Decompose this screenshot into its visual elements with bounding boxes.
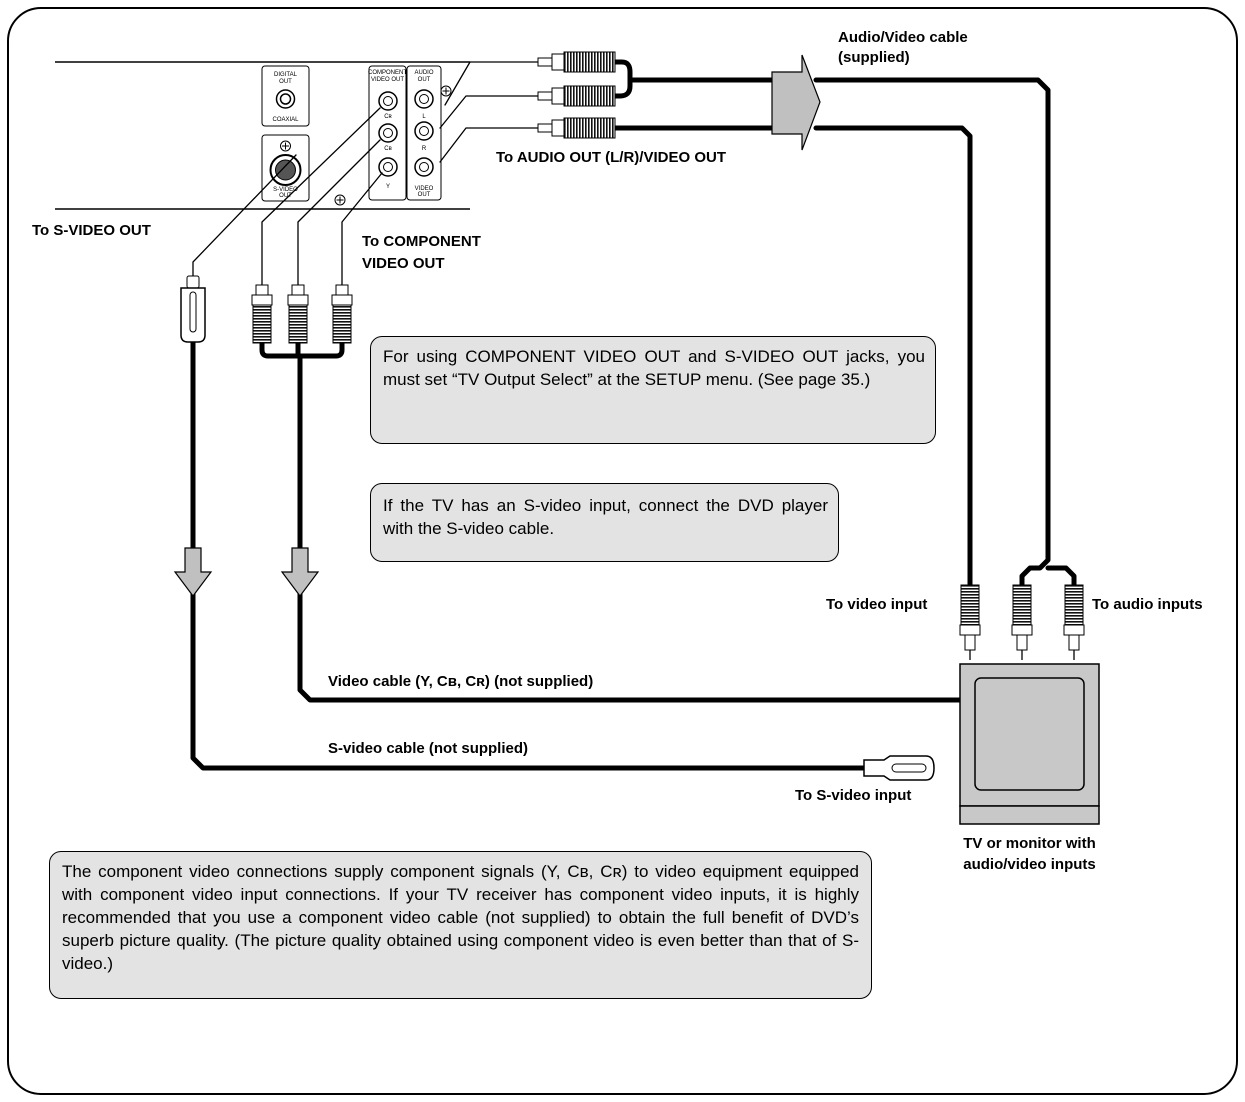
direction-arrow-down [173, 547, 213, 597]
av-cable-supplied-label: (supplied) [838, 49, 910, 66]
digital-out-label-2: OUT [279, 79, 292, 85]
tv-monitor [959, 663, 1100, 825]
tv-base [959, 805, 1100, 825]
jack-y-label: Y [386, 184, 390, 190]
jack-cr-label: Cʀ [384, 114, 392, 120]
audio-out-label: AUDIO [414, 70, 433, 76]
video-out-label-2: OUT [418, 192, 431, 198]
digital-out-label: DIGITAL [274, 72, 298, 78]
rca-plug-audio-l [537, 51, 616, 73]
audio-inputs-callout: To audio inputs [1092, 596, 1203, 613]
jack-l-label: L [422, 114, 426, 120]
component-info-note: The component video connections supply c… [49, 851, 872, 999]
component-plug-y [251, 284, 273, 344]
tv-caption-2: audio/video inputs [963, 856, 1096, 873]
svideo-plug-player [180, 275, 206, 343]
direction-arrow-right [771, 54, 821, 151]
tv-caption: TV or monitor with [963, 835, 1096, 852]
svideo-label-2: OUT [279, 193, 292, 199]
direction-arrow-down [280, 547, 320, 597]
component-plug-cr [331, 284, 353, 344]
component-label: COMPONENT [368, 70, 407, 76]
rca-plug-tv-video [959, 584, 981, 660]
svideo-label: S-VIDEO [273, 187, 298, 193]
svideo-out-callout: To S-VIDEO OUT [32, 222, 151, 239]
av-cable-label: Audio/Video cable [838, 29, 968, 46]
video-out-label: VIDEO [415, 186, 434, 192]
component-plug-cb [287, 284, 309, 344]
audio-out-callout: To AUDIO OUT (L/R)/VIDEO OUT [496, 149, 726, 166]
jack-r-label: R [422, 146, 427, 152]
coaxial-label: COAXIAL [272, 117, 299, 123]
svideo-cable-label: S-video cable (not supplied) [328, 740, 529, 757]
video-input-callout: To video input [826, 596, 928, 613]
jack-cb-label: Cʙ [384, 146, 392, 152]
rca-plug-tv-audio-l [1011, 584, 1033, 660]
tv-screen [974, 677, 1085, 791]
page-frame [7, 7, 1238, 1095]
setup-note: For using COMPONENT VIDEO OUT and S-VIDE… [370, 336, 936, 444]
video-cable-label: Video cable (Y, Cʙ, Cʀ) (not supplied) [328, 673, 594, 690]
svideo-tip-note: If the TV has an S-video input, connect … [370, 483, 839, 562]
svideo-plug-tv [863, 755, 935, 781]
component-callout: To COMPONENT [362, 233, 481, 250]
component-callout-2: VIDEO OUT [362, 255, 445, 272]
component-label-2: VIDEO OUT [371, 77, 404, 83]
rca-plug-tv-audio-r [1063, 584, 1085, 660]
audio-out-label-2: OUT [418, 77, 431, 83]
svideo-cable [190, 154, 867, 771]
rca-plug-audio-r [537, 85, 616, 107]
dvd-player-rear-panel: DIGITAL OUT COAXIAL S-VIDEO OUT COMPONEN… [55, 61, 470, 210]
audio-video-cable [439, 59, 1077, 588]
svideo-input-callout: To S-video input [795, 787, 912, 804]
rca-plug-video [537, 117, 616, 139]
component-video-cable [259, 107, 963, 703]
